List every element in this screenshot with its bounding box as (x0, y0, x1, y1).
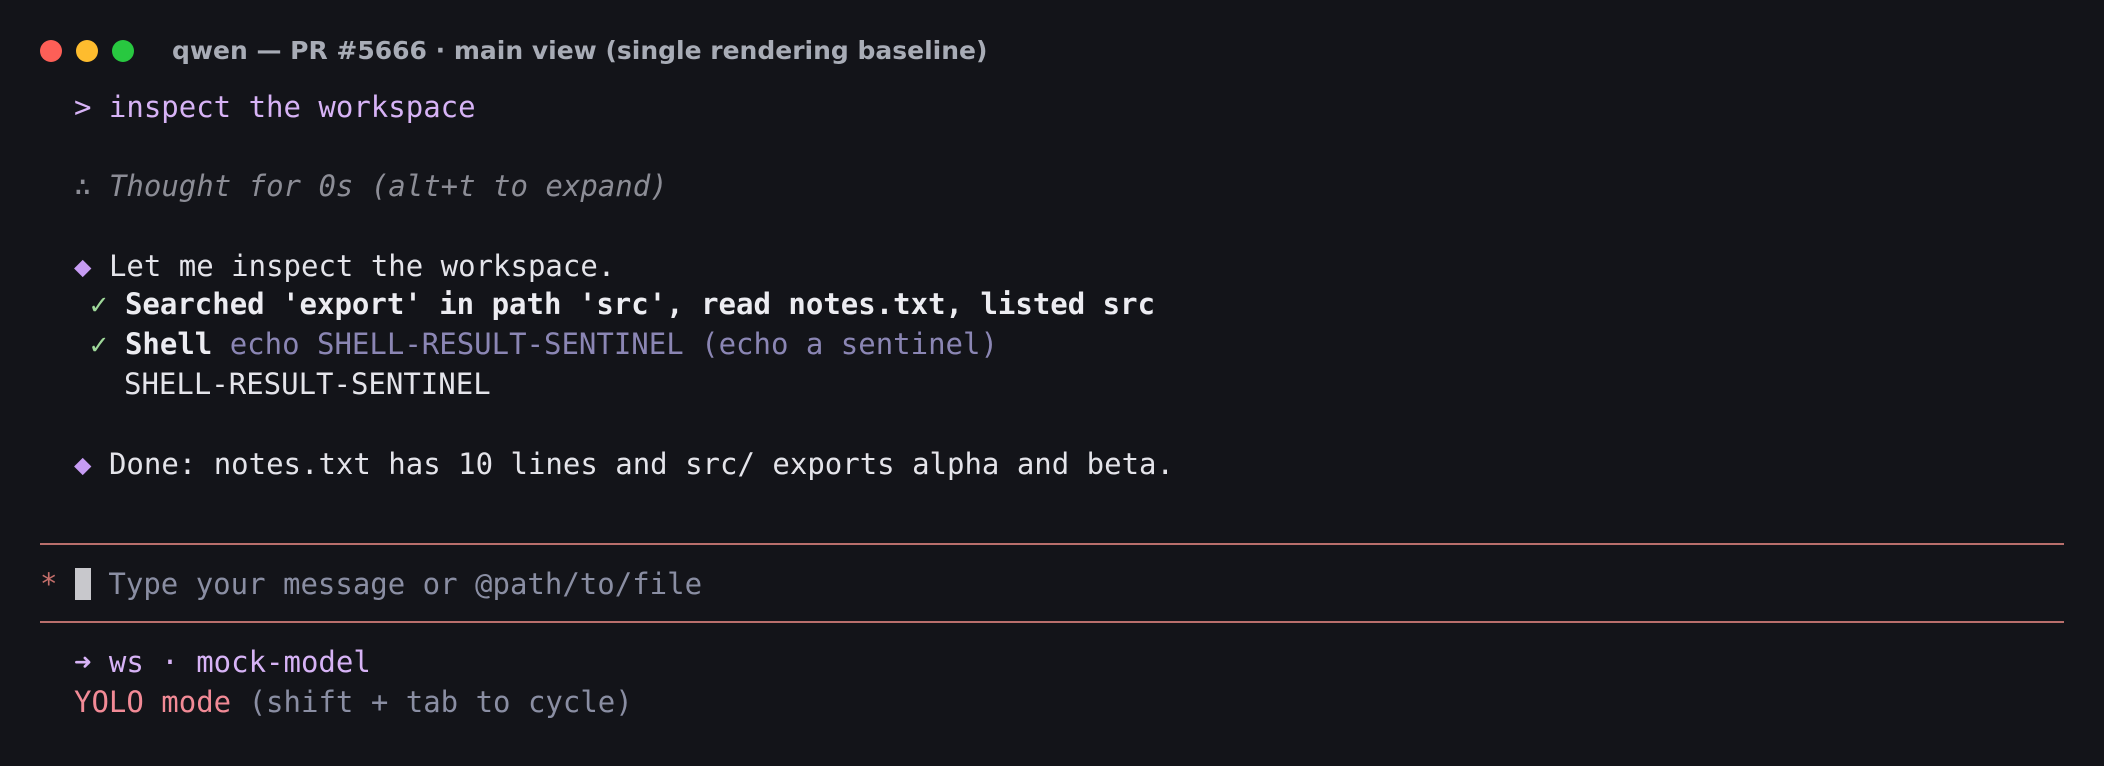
thought-icon: ∴ (74, 169, 92, 203)
tool-call-search: ✓ Searched 'export' in path 'src', read … (90, 286, 1155, 322)
maximize-window-button[interactable] (112, 40, 134, 62)
tool-call-detail: echo SHELL-RESULT-SENTINEL (echo a senti… (229, 327, 998, 361)
thought-line[interactable]: ∴ Thought for 0s (alt+t to expand) (74, 168, 668, 204)
mode-hint: (shift + tab to cycle) (231, 685, 633, 719)
tool-call-title: Searched 'export' in path 'src', read no… (124, 287, 1156, 321)
minimize-window-button[interactable] (76, 40, 98, 62)
input-divider-bottom (40, 621, 2064, 623)
close-window-button[interactable] (40, 40, 62, 62)
assistant-intro-text: Let me inspect the workspace. (108, 249, 616, 283)
check-icon: ✓ (90, 327, 108, 361)
shell-output: SHELL-RESULT-SENTINEL (124, 367, 491, 401)
yolo-mode-label: YOLO mode (74, 685, 232, 719)
thought-text: Thought for 0s (alt+t to expand) (108, 169, 668, 203)
message-input[interactable]: * Type your message or @path/to/file (40, 566, 702, 602)
assistant-done-text: Done: notes.txt has 10 lines and src/ ex… (108, 447, 1174, 481)
assistant-message-done: ◆ Done: notes.txt has 10 lines and src/ … (74, 446, 1174, 482)
input-prefix: * (40, 567, 58, 601)
status-context: ➜ ws · mock-model (74, 645, 371, 679)
check-icon: ✓ (90, 287, 108, 321)
window-title: qwen — PR #5666 · main view (single rend… (172, 36, 988, 65)
input-placeholder: Type your message or @path/to/file (108, 567, 703, 601)
diamond-icon: ◆ (74, 447, 92, 481)
mode-indicator: YOLO mode (shift + tab to cycle) (74, 684, 633, 720)
diamond-icon: ◆ (74, 249, 92, 283)
window-titlebar: qwen — PR #5666 · main view (single rend… (0, 0, 2104, 100)
tool-call-shell: ✓ Shell echo SHELL-RESULT-SENTINEL (echo… (90, 326, 998, 362)
assistant-message-intro: ◆ Let me inspect the workspace. (74, 248, 615, 284)
tool-call-title: Shell (124, 327, 213, 361)
input-divider-top (40, 543, 2064, 545)
text-cursor (74, 568, 91, 600)
user-prompt: > inspect the workspace (74, 90, 476, 124)
